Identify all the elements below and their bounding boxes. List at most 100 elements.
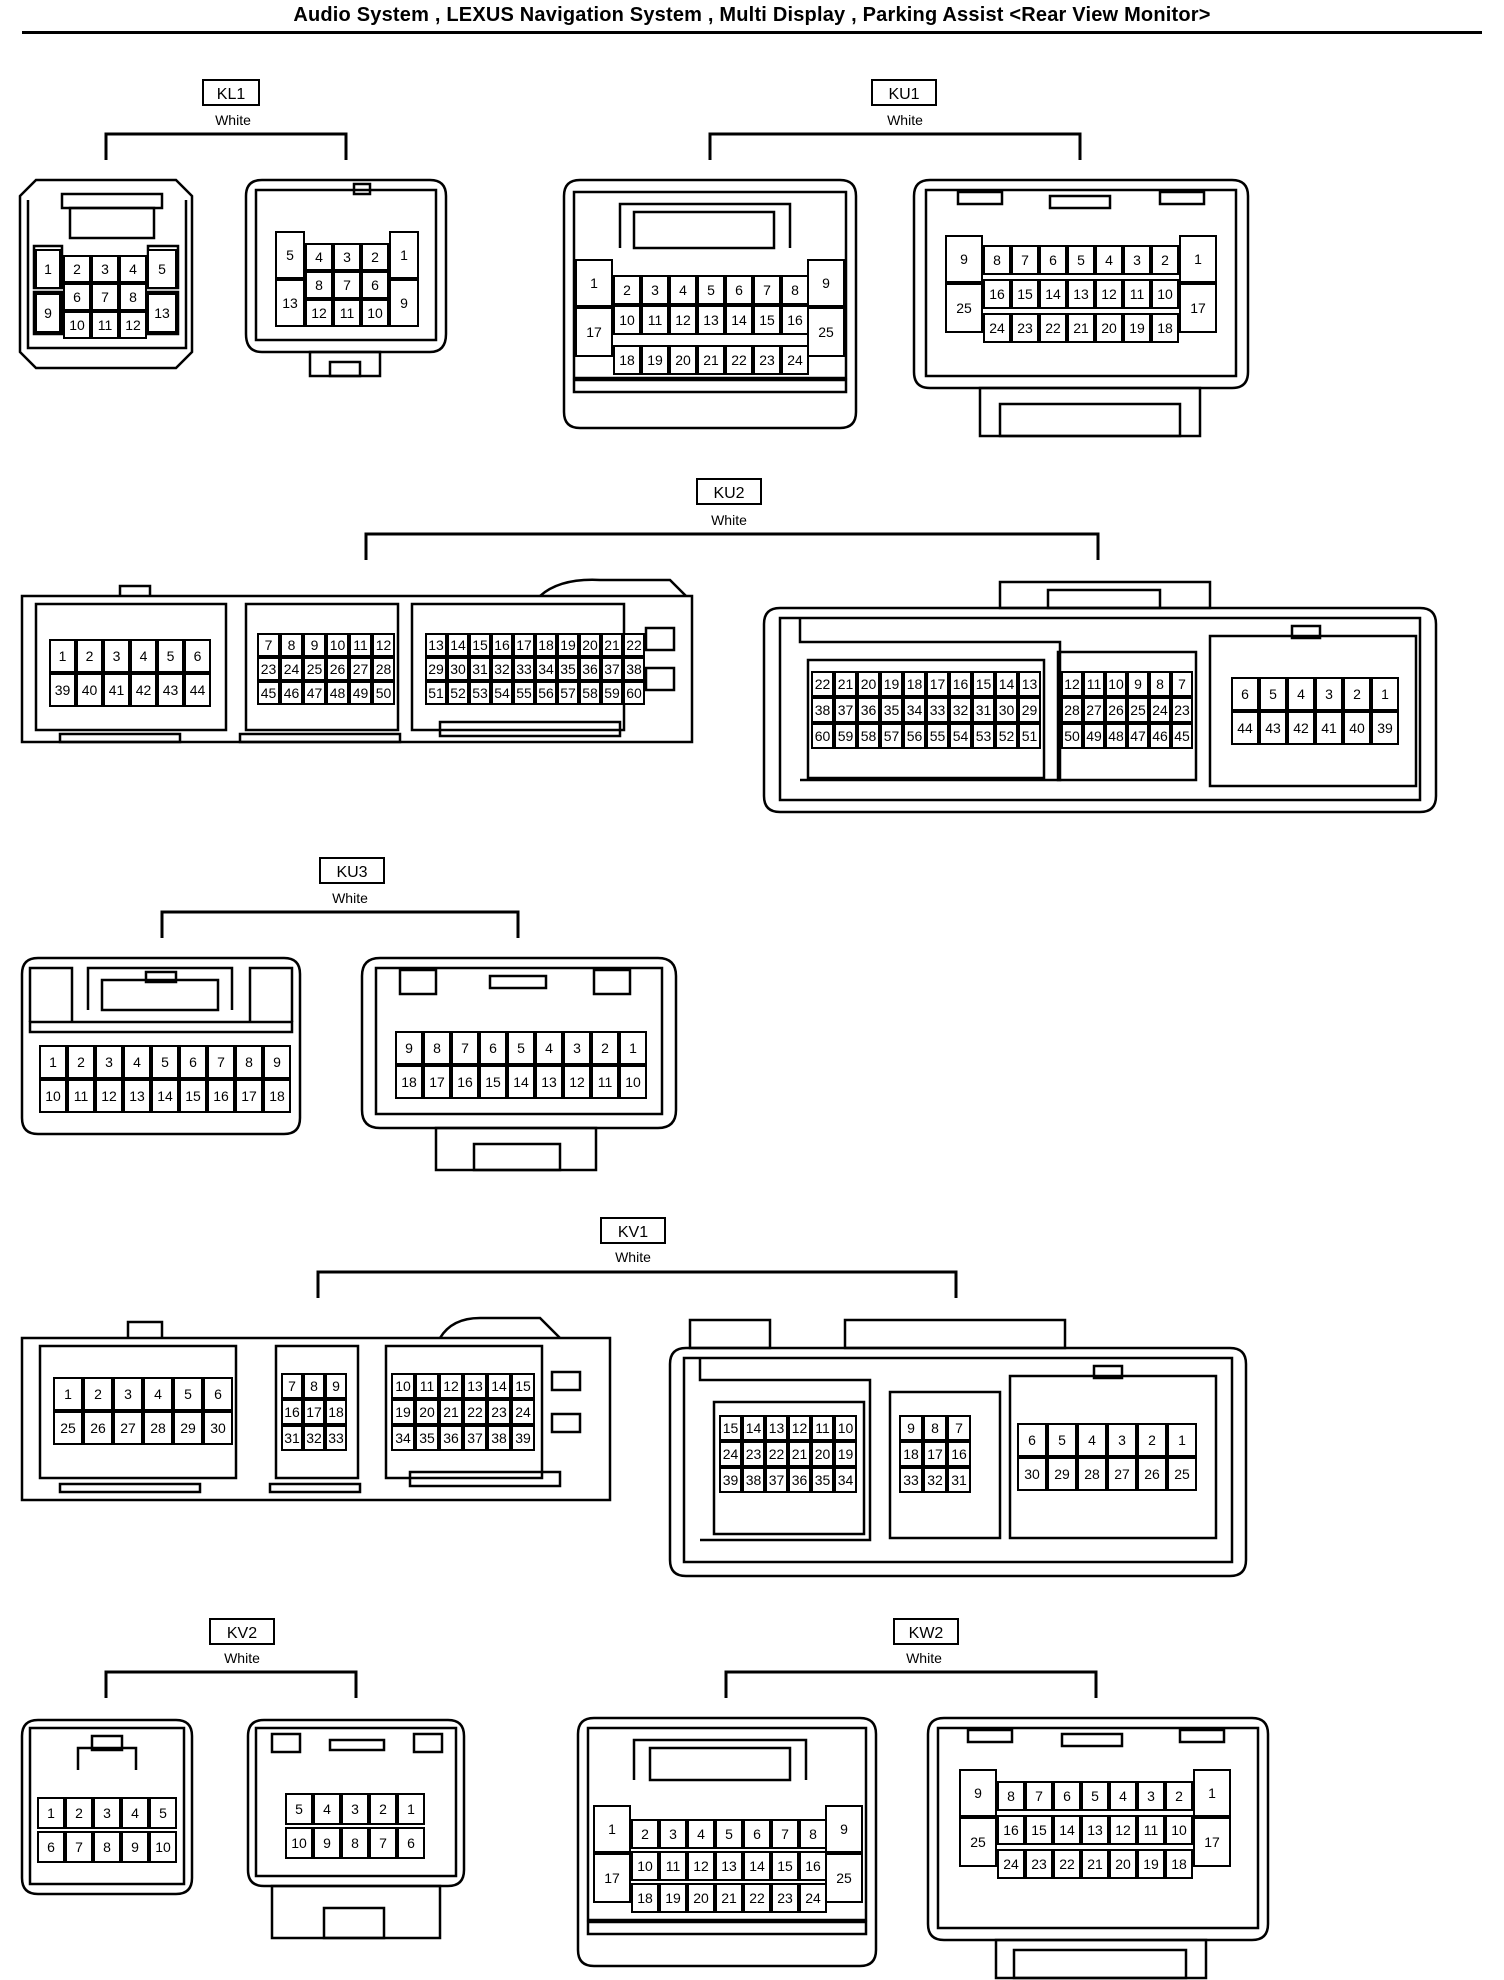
- pin-cavity: 2: [63, 255, 91, 283]
- pin-box: [1167, 1423, 1197, 1457]
- connector-color: White: [215, 112, 251, 128]
- pin-box: [1193, 1769, 1231, 1817]
- pin-number: 5: [167, 648, 175, 664]
- pin-number: 6: [47, 1839, 55, 1855]
- pin-box: [535, 1031, 563, 1065]
- pin-box: [333, 299, 361, 327]
- pin-cavity: 3: [341, 1793, 369, 1825]
- pin-cavity: 9: [389, 279, 419, 327]
- pin-number: 17: [604, 1870, 620, 1886]
- pin-box: [1039, 279, 1067, 309]
- pin-box: [173, 1411, 203, 1445]
- pin-box: [103, 673, 130, 707]
- pin-number: 7: [1178, 676, 1186, 692]
- pin-box: [659, 1883, 687, 1913]
- pin-cavity: 8: [93, 1831, 121, 1863]
- pin-number: 10: [330, 637, 346, 653]
- connector-kv1-left-face: [20, 1316, 612, 1502]
- pin-box: [687, 1851, 715, 1881]
- pin-cavity: 10: [834, 1415, 857, 1441]
- pin-number: 10: [367, 305, 383, 321]
- pin-box: [425, 681, 447, 705]
- pin-cavity: 16: [491, 633, 513, 657]
- pin-number: 33: [903, 1472, 919, 1488]
- pin-box: [361, 271, 389, 299]
- pin-cavity: 35: [811, 1467, 834, 1493]
- pin-box: [479, 1065, 507, 1099]
- pin-box: [575, 307, 613, 357]
- pin-box: [35, 293, 61, 333]
- pin-box: [613, 305, 641, 335]
- connector-label-kl1: KL1 White: [202, 79, 260, 128]
- pin-box: [949, 671, 972, 697]
- pin-box: [1061, 697, 1083, 723]
- pin-number: 1: [44, 261, 52, 277]
- pin-number: 15: [515, 1378, 531, 1394]
- pin-cavity: 10: [631, 1851, 659, 1881]
- pin-box: [491, 681, 513, 705]
- pin-box: [880, 671, 903, 697]
- pin-box: [173, 1377, 203, 1411]
- pin-number: 24: [723, 1446, 739, 1462]
- pin-cavity: 17: [235, 1079, 263, 1113]
- pin-box: [825, 1805, 863, 1853]
- pin-cavity: 18: [1165, 1849, 1193, 1879]
- pin-number: 17: [429, 1074, 445, 1090]
- pin-cavity: 34: [391, 1425, 415, 1451]
- pin-box: [743, 1851, 771, 1881]
- pin-box: [49, 639, 76, 673]
- pin-cavity: 12: [1095, 279, 1123, 309]
- pin-cavity: 2: [1343, 677, 1371, 711]
- pin-box: [771, 1883, 799, 1913]
- pin-number: 12: [1101, 286, 1117, 302]
- pin-number: 9: [131, 1839, 139, 1855]
- pin-cavity: 1: [1371, 677, 1399, 711]
- pin-box: [623, 657, 645, 681]
- pin-cavity: 8: [235, 1045, 263, 1079]
- pin-box: [593, 1805, 631, 1853]
- pin-number: 4: [697, 1826, 705, 1842]
- pin-number: 1: [608, 1821, 616, 1837]
- pin-cavity: 15: [1025, 1815, 1053, 1845]
- bracket-ku2: [364, 532, 1100, 560]
- pin-number: 2: [1161, 252, 1169, 268]
- pin-cavity: 21: [601, 633, 623, 657]
- pin-cavity: 26: [1137, 1457, 1167, 1491]
- pin-box: [361, 243, 389, 271]
- pin-box: [947, 1415, 971, 1441]
- pin-cavity: 18: [535, 633, 557, 657]
- pin-cavity: 14: [743, 1851, 771, 1881]
- pin-number: 46: [1152, 728, 1168, 744]
- pin-cavity: 9: [263, 1045, 291, 1079]
- pin-cavity: 18: [903, 671, 926, 697]
- pin-cavity: 10: [391, 1373, 415, 1399]
- pin-number: 40: [82, 682, 98, 698]
- pin-cavity: 16: [983, 279, 1011, 309]
- pin-number: 8: [288, 637, 296, 653]
- pin-number: 3: [1147, 1788, 1155, 1804]
- pin-number: 3: [573, 1040, 581, 1056]
- pin-cavity: 16: [781, 305, 809, 335]
- pin-cavity: 18: [1151, 313, 1179, 343]
- pin-box: [947, 1467, 971, 1493]
- pin-number: 7: [955, 1420, 963, 1436]
- pin-number: 11: [666, 1858, 681, 1874]
- pin-number: 6: [753, 1826, 761, 1842]
- pin-number: 31: [976, 702, 992, 718]
- pin-cavity: 15: [719, 1415, 742, 1441]
- pin-box: [257, 681, 280, 705]
- pin-cavity: 28: [1061, 697, 1083, 723]
- pin-box: [463, 1399, 487, 1425]
- pin-number: 20: [419, 1404, 435, 1420]
- pin-box: [469, 681, 491, 705]
- pin-number: 38: [626, 661, 642, 677]
- pin-number: 32: [953, 702, 969, 718]
- pin-number: 7: [101, 289, 109, 305]
- pin-cavity: 11: [811, 1415, 834, 1441]
- pin-cavity: 12: [1061, 671, 1083, 697]
- pin-cavity: 14: [447, 633, 469, 657]
- pin-number: 4: [1088, 1432, 1096, 1448]
- connector-kl1-right-face: [244, 178, 448, 378]
- pin-cavity: 41: [1315, 711, 1343, 745]
- pin-cavity: 27: [1083, 697, 1105, 723]
